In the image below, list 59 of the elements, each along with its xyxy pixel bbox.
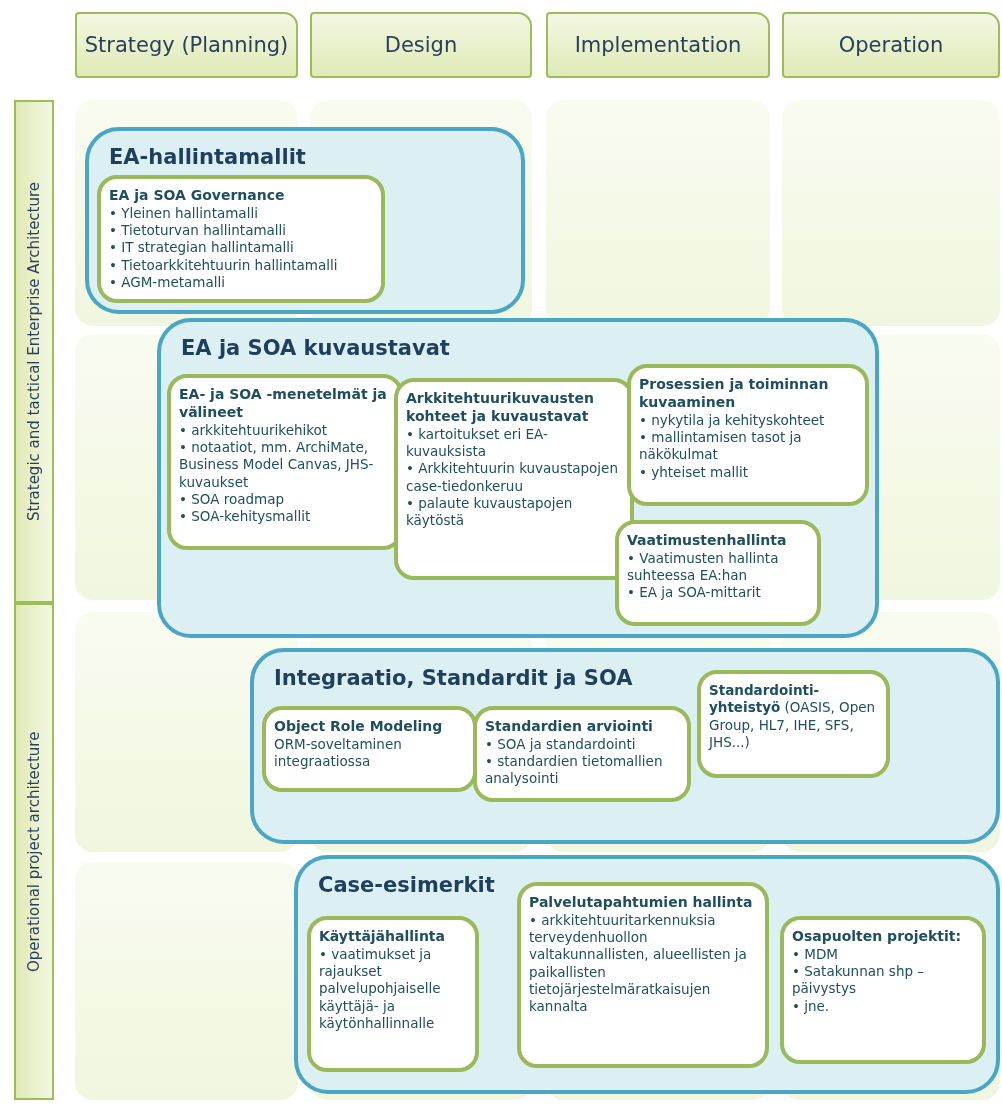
card-heading: EA ja SOA Governance (109, 187, 286, 205)
column-header: Implementation (546, 12, 770, 78)
row-header: Operational project architecture (14, 603, 54, 1100)
topic-card (307, 916, 479, 1072)
topic-card (697, 670, 890, 778)
topic-card (97, 175, 385, 303)
panel-title: Case-esimerkit (318, 873, 495, 897)
bullet-item: • vaatimukset ja rajaukset palvelupohjaiselle käyttäjä- ja käytönhallinnalle (319, 945, 442, 1033)
bullet-item: • Tietoarkkitehtuurin hallintamalli (109, 256, 339, 274)
card-heading: Standardien arviointi (485, 718, 654, 736)
panel-title: Integraatio, Standardit ja SOA (274, 666, 633, 690)
bullet-item: • EA ja SOA-mittarit (627, 584, 762, 602)
topic-card (615, 520, 821, 626)
topic-card (473, 706, 691, 802)
bullet-item: • SOA ja standardointi (485, 735, 637, 754)
card-heading: EA- ja SOA -menetelmät ja välineet (179, 386, 388, 422)
card-heading: Palvelutapahtumien hallinta (529, 894, 754, 912)
bullet-item: • palaute kuvaustapojen käytöstä (406, 494, 574, 530)
column-header: Strategy (Planning) (75, 12, 298, 78)
bullet-item: • Satakunnan shp – päivystys (792, 963, 926, 998)
bullet-item: • mallintamisen tasot ja näkökulmat (639, 429, 803, 464)
bullet-item: • IT strategian hallintamalli (109, 239, 295, 257)
group-panel (294, 855, 1000, 1094)
column-header: Design (310, 12, 532, 78)
card-text: Standardointi-yhteistyö (OASIS, Open Group, HL7, IHE, SFS, JHS...) (709, 682, 877, 752)
group-panel (85, 127, 525, 314)
bullet-item: • notaatiot, mm. ArchiMate, Business Model Canvas, JHS-kuvaukset (179, 439, 375, 491)
panel-title: EA ja SOA kuvaustavat (181, 336, 450, 360)
bullet-item: • yhteiset mallit (639, 463, 750, 481)
bullet-item: • Yleinen hallintamalli (109, 204, 259, 223)
topic-card (780, 916, 986, 1064)
card-heading: Arkkitehtuurikuvausten kohteet ja kuvaustavat (406, 390, 595, 426)
bullet-item: • AGM-metamalli (109, 273, 226, 292)
column-header: Operation (782, 12, 1000, 78)
topic-card (262, 706, 477, 792)
bullet-item: • arkkitehtuurikehikot (179, 421, 329, 440)
card-heading: Käyttäjähallinta (319, 928, 446, 946)
bullet-item: • Arkkitehtuurin kuvaustapojen case-tiedonkeruu (406, 460, 619, 495)
topic-card (517, 882, 769, 1068)
bullet-item: • arkkitehtuuritarkennuksia terveydenhuollon valtakunnallisten, alueellisten ja paikallisten tietojärjestelmäratkaisujen kannalta (529, 911, 748, 1016)
bullet-item: • SOA roadmap (179, 490, 286, 509)
bullet-item: ORM-soveltaminen integraatiossa (274, 735, 403, 771)
row-header: Strategic and tactical Enterprise Architecture (14, 100, 54, 603)
bullet-item: • kartoitukset eri EA-kuvauksista (406, 425, 549, 461)
card-heading: Prosessien ja toiminnan kuvaaminen (639, 376, 830, 412)
bullet-item: • SOA-kehitysmallit (179, 508, 312, 526)
topic-card (627, 364, 869, 506)
group-panel (157, 318, 879, 638)
panel-title: EA-hallintamallit (109, 145, 306, 169)
bullet-item: • MDM (792, 945, 839, 964)
card-heading: Osapuolten projektit: (792, 928, 963, 946)
card-heading: Object Role Modeling (274, 718, 444, 736)
card-heading: Vaatimustenhallinta (627, 532, 788, 550)
group-panel (250, 648, 1000, 844)
bullet-item: • jne. (792, 997, 831, 1015)
bullet-item: • nykytila ja kehityskohteet (639, 411, 826, 430)
bullet-item: • Vaatimusten hallinta suhteessa EA:han (627, 549, 780, 585)
bullet-item: • Tietoturvan hallintamalli (109, 222, 288, 240)
bullet-item: • standardien tietomallien analysointi (485, 753, 664, 788)
